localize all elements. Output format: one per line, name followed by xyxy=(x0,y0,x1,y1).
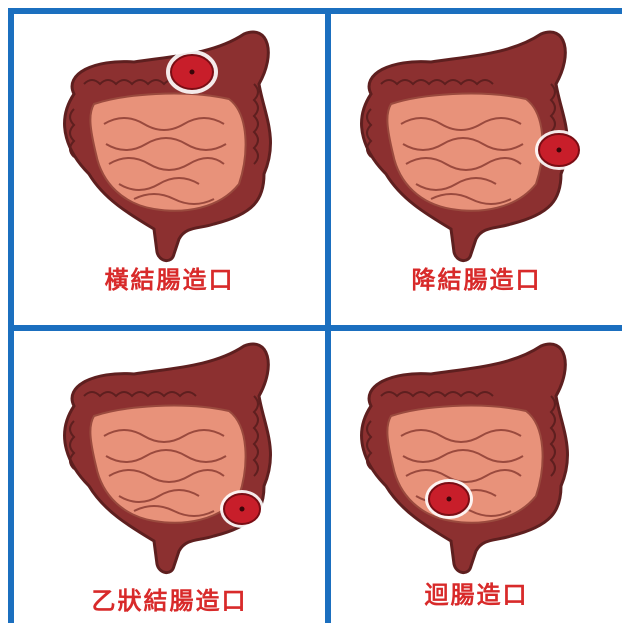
panel-transverse-colostomy: 橫結腸造口 xyxy=(14,14,325,325)
stoma-center xyxy=(557,148,562,153)
stoma-marker xyxy=(220,490,264,528)
panel-label: 橫結腸造口 xyxy=(14,260,325,295)
panel-descending-colostomy: 降結腸造口 xyxy=(331,14,622,325)
panel-ileostomy: 迴腸造口 xyxy=(331,331,622,623)
stoma-center xyxy=(190,70,195,75)
stoma-marker xyxy=(166,50,218,94)
stoma-center xyxy=(240,507,245,512)
panel-label: 迴腸造口 xyxy=(331,575,622,610)
panel-label: 降結腸造口 xyxy=(331,260,622,295)
panel-sigmoid-colostomy: 乙狀結腸造口 xyxy=(14,331,325,623)
stoma-center xyxy=(447,497,452,502)
colon-group xyxy=(362,344,568,573)
stoma-marker xyxy=(425,479,473,519)
colon-group xyxy=(65,344,271,573)
panel-label: 乙狀結腸造口 xyxy=(14,581,325,616)
stoma-marker xyxy=(535,130,583,170)
intestine-illustration xyxy=(14,331,325,623)
